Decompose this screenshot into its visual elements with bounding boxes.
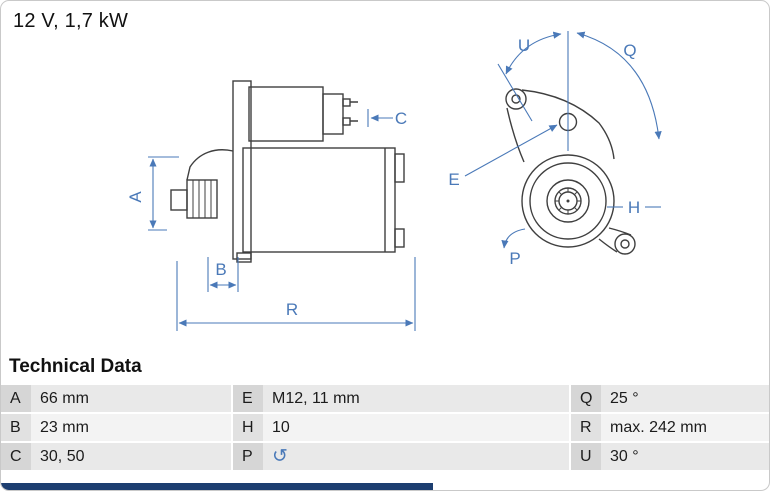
spec-value-h: 10 (263, 414, 569, 441)
drive-lever-housing (186, 149, 234, 181)
body-terminal-tab-top (394, 153, 405, 183)
dim-label-c: C (395, 109, 407, 128)
dim-label-r: R (286, 300, 298, 319)
flange-plate-left-edge (506, 107, 525, 163)
dim-label-u: U (518, 36, 530, 55)
spec-key-r: R (571, 414, 601, 441)
dim-label-h: H (628, 198, 640, 217)
spec-pair-c: C 30, 50 (1, 443, 231, 470)
spec-pair-b: B 23 mm (1, 414, 231, 441)
drive-shaft-end (170, 189, 188, 211)
dim-u-arc (505, 31, 562, 75)
dim-label-p: P (509, 249, 520, 268)
mounting-ear-bottom (614, 233, 636, 255)
spec-value-q: 25 ° (601, 385, 769, 412)
dim-q-arc (576, 31, 662, 140)
table-row: B 23 mm H 10 R max. 242 mm (1, 414, 769, 441)
solenoid-stud-1 (342, 98, 351, 107)
dim-e-leader (464, 124, 558, 177)
dim-label-e: E (448, 170, 459, 189)
hub-circle (546, 179, 590, 223)
table-row: A 66 mm E M12, 11 mm Q 25 ° (1, 385, 769, 412)
solenoid-stud-2 (342, 117, 351, 126)
spec-key-u: U (571, 443, 601, 470)
starter-motor-technical-drawing: A B C R U Q E H P (126, 31, 662, 331)
spec-value-a: 66 mm (31, 385, 231, 412)
rotation-direction-arrow (501, 228, 526, 249)
dimension-labels: A B C R U Q E H P (126, 36, 640, 319)
starter-side-view (170, 80, 405, 263)
spec-pair-e: E M12, 11 mm (233, 385, 569, 412)
body-terminal-tab-bottom (394, 228, 405, 248)
dim-label-b: B (215, 260, 226, 279)
dimension-lines (148, 31, 662, 331)
spec-pair-a: A 66 mm (1, 385, 231, 412)
motor-body (242, 147, 396, 253)
spec-value-c: 30, 50 (31, 443, 231, 470)
mounting-ear-top (505, 88, 527, 110)
bottom-accent-bar (1, 483, 433, 490)
spec-value-b: 23 mm (31, 414, 231, 441)
dim-label-a: A (126, 191, 145, 203)
mounting-flange (232, 80, 252, 260)
spec-value-r: max. 242 mm (601, 414, 769, 441)
spec-pair-p: P ↺ (233, 443, 569, 470)
spec-pair-r: R max. 242 mm (571, 414, 769, 441)
spec-key-c: C (1, 443, 31, 470)
spec-key-e: E (233, 385, 263, 412)
spec-key-p: P (233, 443, 263, 470)
dim-label-q: Q (623, 41, 636, 60)
solenoid (248, 86, 324, 142)
spec-key-h: H (233, 414, 263, 441)
flange-outer-circle (521, 154, 615, 248)
rotation-ccw-icon: ↺ (263, 443, 569, 470)
spec-key-q: Q (571, 385, 601, 412)
technical-data-heading: Technical Data (9, 356, 142, 377)
spec-key-b: B (1, 414, 31, 441)
table-row: C 30, 50 P ↺ U 30 ° (1, 443, 769, 470)
spec-pair-q: Q 25 ° (571, 385, 769, 412)
ear-axis-line (497, 63, 533, 122)
spec-key-a: A (1, 385, 31, 412)
spec-value-e: M12, 11 mm (263, 385, 569, 412)
voltage-power-title: 12 V, 1,7 kW (13, 10, 129, 32)
spec-pair-u: U 30 ° (571, 443, 769, 470)
spline-teeth (555, 188, 581, 214)
starter-end-view (505, 88, 636, 255)
spec-value-u: 30 ° (601, 443, 769, 470)
technical-data-table: A 66 mm E M12, 11 mm Q 25 ° B 23 mm H 10 (1, 385, 769, 472)
pinion-gear (186, 179, 218, 219)
spec-pair-h: H 10 (233, 414, 569, 441)
